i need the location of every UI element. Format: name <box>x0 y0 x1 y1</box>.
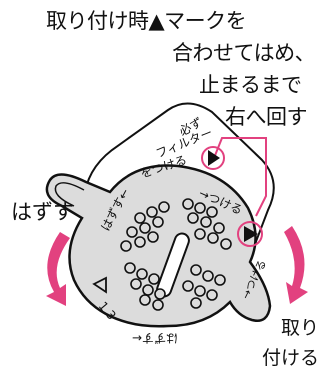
remove-label: はずす <box>11 200 74 224</box>
filter-cap <box>45 164 272 328</box>
attach-direction-arrow <box>284 226 308 304</box>
cap-holes-lower <box>124 262 226 311</box>
instruction-line-4: 右へ回す <box>225 105 308 129</box>
alignment-leader-line <box>213 137 267 217</box>
guide-triangle-mark-icon <box>208 150 220 166</box>
instruction-line-2: 合わせてはめ、 <box>172 41 316 65</box>
cap-text-remove-lower: はずす← <box>132 331 178 345</box>
cap-triangle-outline-icon <box>92 276 107 294</box>
cap-mark-circle <box>237 221 263 247</box>
cap-triangle-mark-icon <box>244 226 258 242</box>
instruction-line-1: 取り付け時▲マークを <box>46 9 247 33</box>
attach-label-line-1: 取り <box>281 317 320 339</box>
guide-mark-circle <box>201 146 225 170</box>
cap-handle-tab <box>54 182 85 207</box>
attach-label-line-2: 付ける <box>262 347 320 369</box>
remove-direction-arrow <box>46 232 70 306</box>
instruction-line-3: 止まるまで <box>199 73 302 97</box>
filter-cap-body <box>45 164 272 328</box>
cap-holes-upper <box>120 198 232 252</box>
